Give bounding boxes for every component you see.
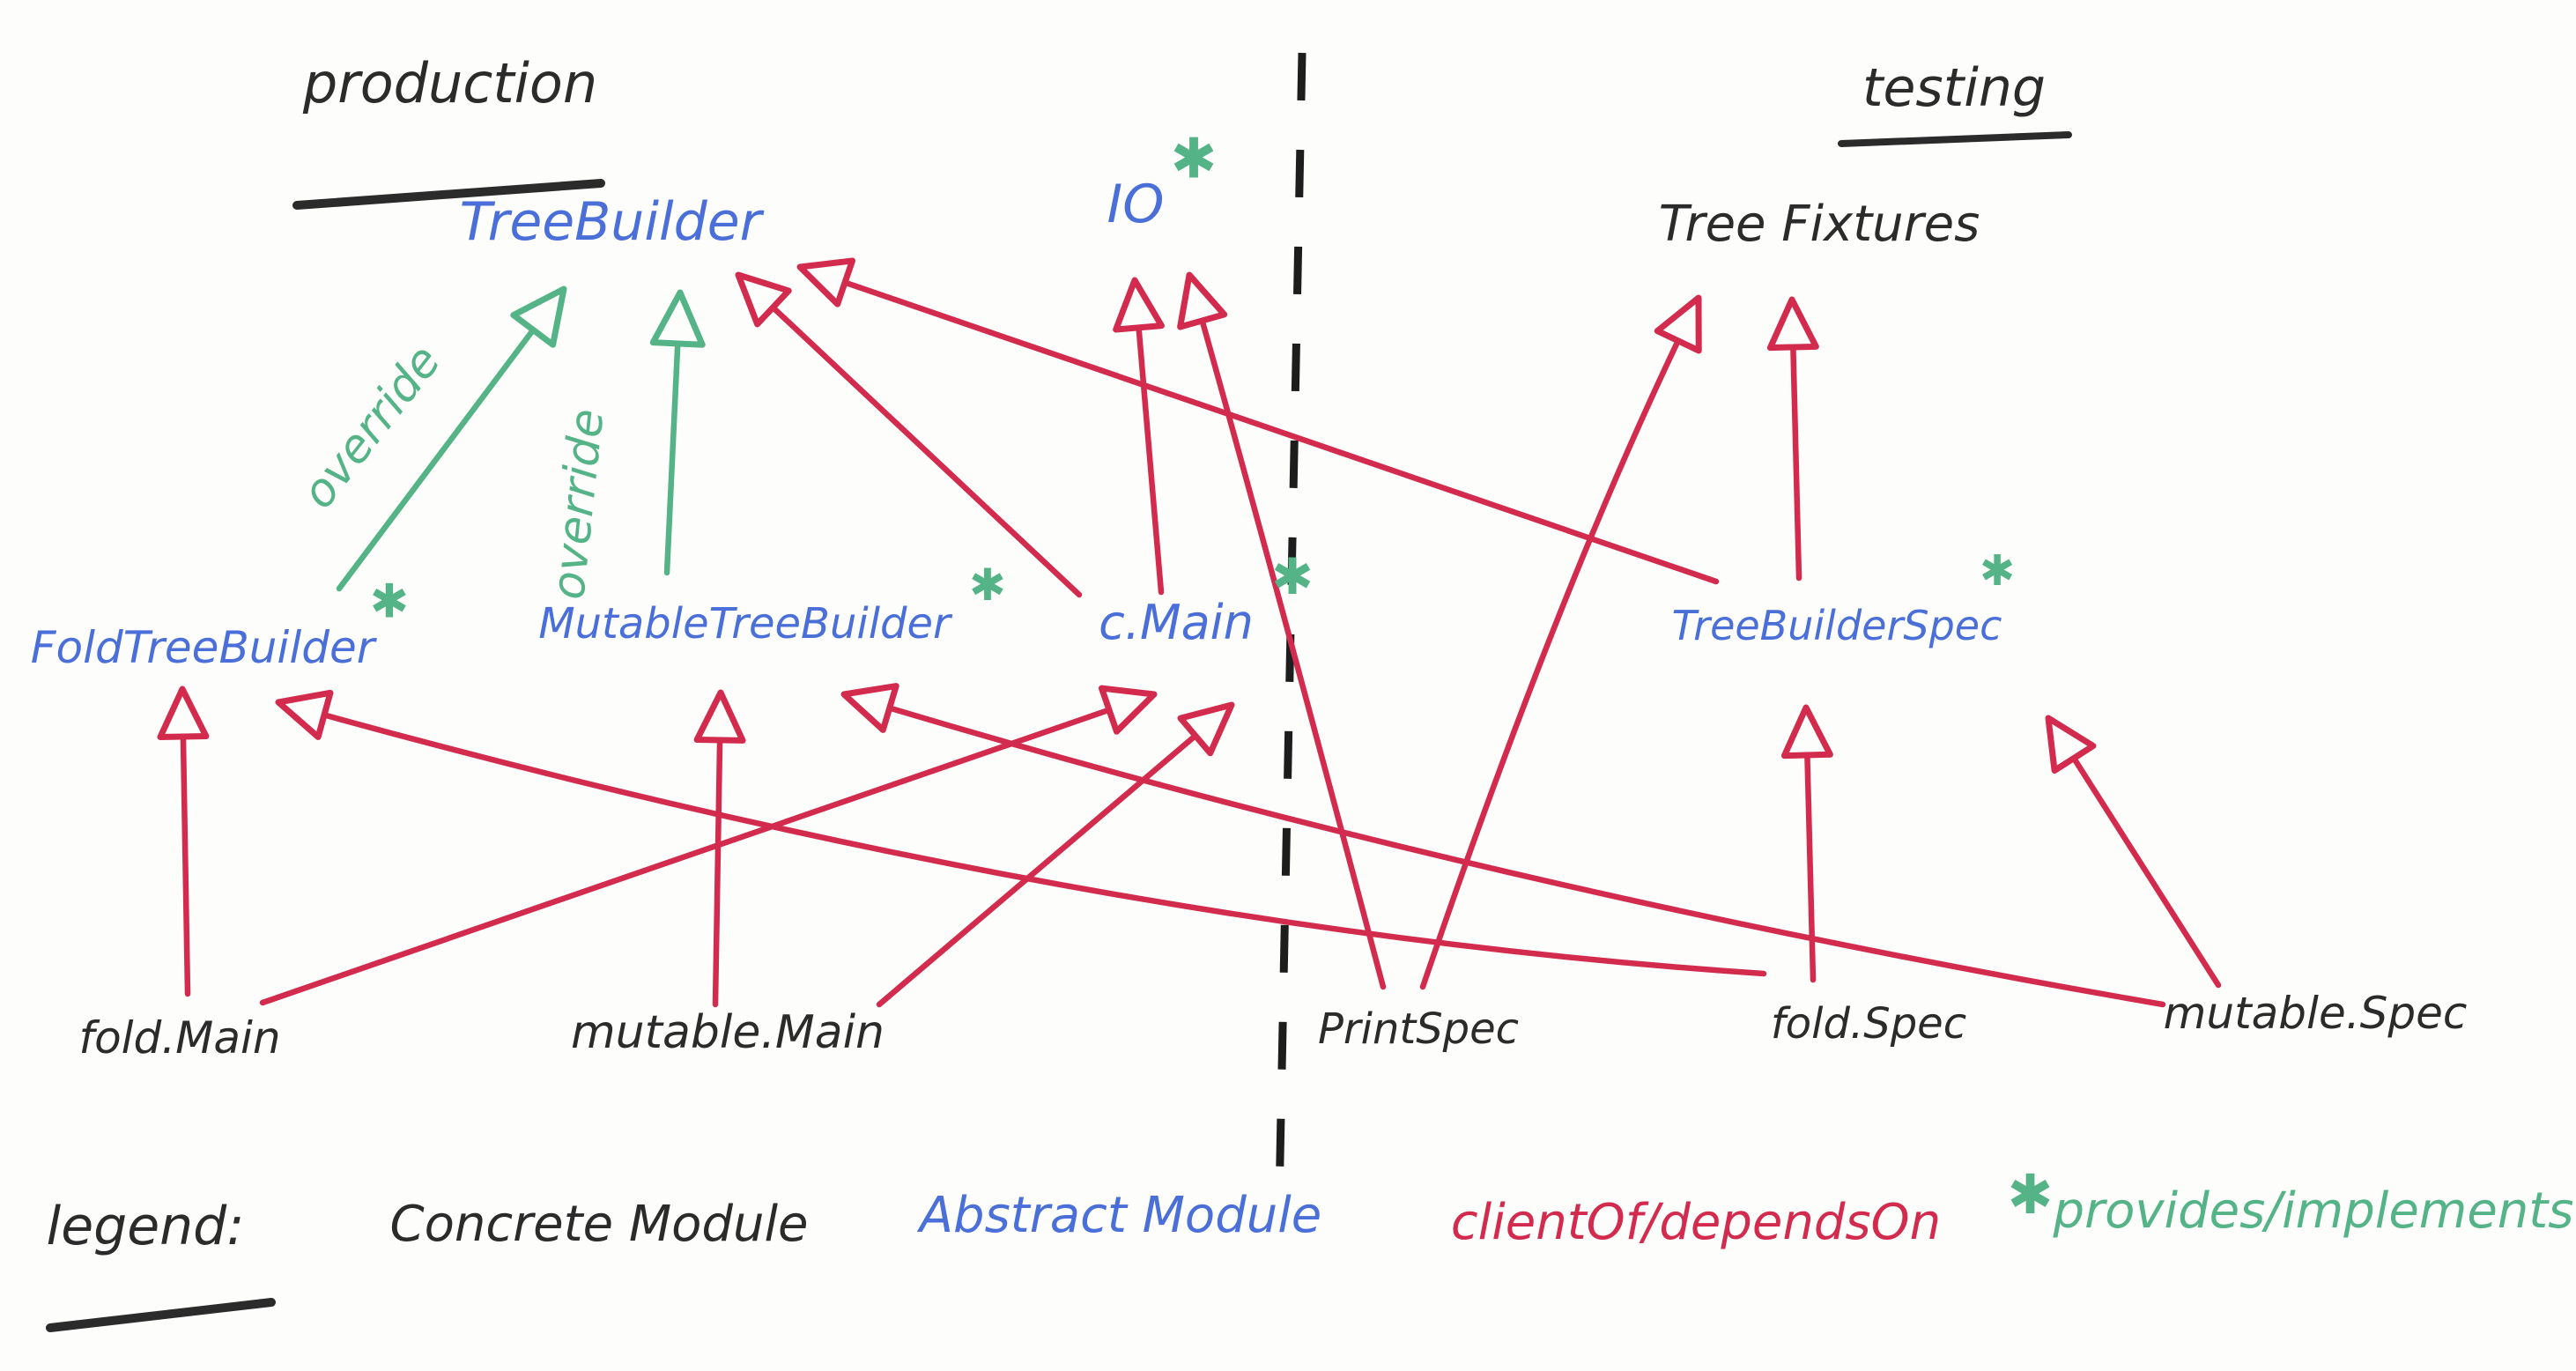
legend-provides-text: provides/implements	[2053, 1182, 2574, 1240]
edge-mutablespec-treebuilderspec	[2045, 715, 2222, 989]
edge-cmain-io	[1113, 277, 1165, 596]
legend-abstract-module: Abstract Module	[919, 1187, 1322, 1244]
edge-mutablemain-cmain	[876, 701, 1235, 1008]
edge-foldmain-cmain	[259, 685, 1158, 1006]
edge-foldspec-foldtreebuilder	[275, 689, 1767, 977]
testing-section-title: testing	[1862, 57, 2047, 119]
provides-asterisk-icon: ✱	[1170, 126, 1218, 191]
node-treebuilderspec: TreeBuilderSpec	[1671, 602, 2002, 649]
node-mutablemain: mutable.Main	[571, 1006, 885, 1059]
provides-asterisk-icon: ✱	[1271, 548, 1314, 606]
legend-clientof-dependson: clientOf/dependsOn	[1450, 1194, 1942, 1251]
node-mutabletreebuilder: MutableTreeBuilder	[538, 599, 951, 648]
testing-underline	[1838, 131, 2072, 147]
provides-asterisk-icon: ✱	[369, 574, 410, 629]
edge-treebuilderspec-treefixtures	[1766, 296, 1819, 582]
edge-mutablemain-mutabletreebuilder	[693, 689, 746, 1008]
legend-provides-implements: ✱provides/implements	[2008, 1167, 2574, 1236]
node-foldtreebuilder: FoldTreeBuilder	[30, 622, 375, 673]
provides-asterisk-icon: ✱	[1979, 546, 2016, 596]
legend-underline	[46, 1298, 276, 1332]
edge-foldtreebuilder-treebuilder	[336, 285, 567, 592]
edge-printspec-io	[1177, 271, 1387, 990]
legend-heading: legend:	[46, 1196, 245, 1257]
edge-mutablespec-mutabletreebuilder	[840, 683, 2166, 1008]
node-treebuilder: TreeBuilder	[459, 191, 762, 253]
edge-treebuilderspec-treebuilder	[796, 257, 1720, 585]
node-cmain: c.Main	[1099, 595, 1254, 650]
production-section-title: production	[302, 51, 598, 115]
edge-mutabletreebuilder-treebuilder	[649, 289, 706, 576]
legend-concrete-module: Concrete Module	[389, 1196, 809, 1253]
node-foldspec: fold.Spec	[1770, 999, 1967, 1049]
production-testing-separator	[1275, 52, 1307, 1204]
provides-asterisk-icon: ✱	[969, 560, 1006, 611]
node-mutablespec: mutable.Spec	[2163, 988, 2468, 1039]
edge-foldmain-foldtreebuilder	[157, 686, 210, 997]
edge-cmain-treebuilder	[735, 271, 1083, 598]
provides-asterisk-icon: ✱	[2007, 1162, 2054, 1226]
edge-printspec-treefixtures	[1419, 294, 1702, 990]
node-printspec: PrintSpec	[1317, 1004, 1520, 1054]
node-treefixtures: Tree Fixtures	[1658, 196, 1980, 253]
node-io: IO	[1107, 174, 1165, 235]
node-foldmain: fold.Main	[78, 1012, 281, 1063]
production-underline	[292, 179, 605, 210]
edge-foldspec-treebuilderspec	[1780, 704, 1833, 983]
